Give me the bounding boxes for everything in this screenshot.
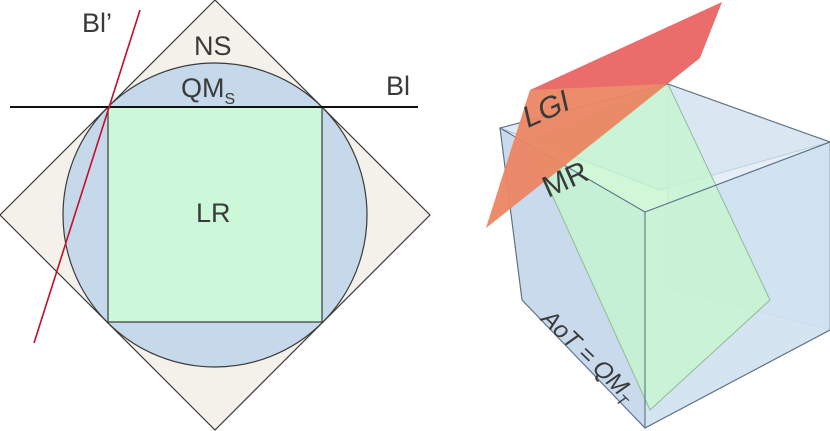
qm-label: QMS xyxy=(181,73,235,108)
qm-label-sub: S xyxy=(225,91,236,108)
bl-prime-line xyxy=(33,9,141,344)
lgi-plane-overlap xyxy=(486,58,700,228)
bl-label: Bl xyxy=(386,71,410,101)
ns-label: NS xyxy=(194,31,232,61)
lgi-plane xyxy=(486,2,722,228)
bl-prime-label: Bl’ xyxy=(82,8,112,38)
lr-label: LR xyxy=(196,198,231,228)
qm-label-main: QM xyxy=(181,73,225,103)
left-diagram: NS QMS Bl Bl’ LR xyxy=(0,0,431,431)
lr-square xyxy=(107,106,323,323)
right-diagram: LGI MR AoT = QMT xyxy=(486,2,830,430)
